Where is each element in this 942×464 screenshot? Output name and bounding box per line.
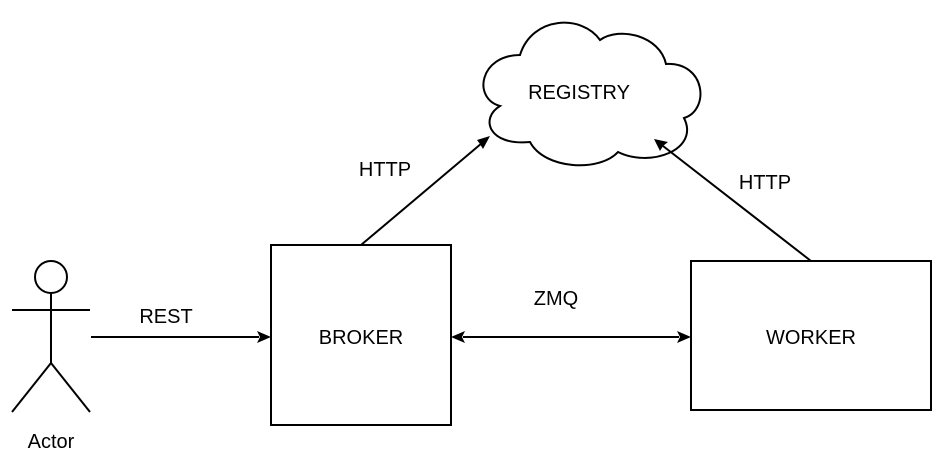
edge-broker-worker-arrowhead-left xyxy=(451,331,465,343)
edge-actor-broker-arrowhead xyxy=(257,331,271,343)
edge-actor-broker xyxy=(91,331,271,343)
worker-http-edge-label: HTTP xyxy=(739,172,791,194)
zmq-edge-label: ZMQ xyxy=(534,288,578,310)
edge-worker-registry xyxy=(654,139,812,262)
edge-broker-registry-line xyxy=(360,142,483,246)
actor-right-leg xyxy=(50,362,91,413)
registry-label: REGISTRY xyxy=(528,82,630,104)
broker-label: BROKER xyxy=(319,327,403,349)
edge-broker-worker xyxy=(451,331,691,343)
rest-edge-label: REST xyxy=(139,306,192,328)
registry-cloud-node[interactable] xyxy=(482,21,702,167)
actor-figure[interactable] xyxy=(11,260,91,413)
broker-node[interactable] xyxy=(270,244,452,426)
actor-label: Actor xyxy=(28,431,75,453)
edge-worker-registry-arrowhead xyxy=(654,139,668,151)
actor-head xyxy=(34,260,68,294)
edge-worker-registry-line xyxy=(662,145,812,262)
worker-label: WORKER xyxy=(766,327,856,349)
edge-broker-worker-arrowhead-right xyxy=(677,331,691,343)
actor-left-leg xyxy=(11,362,52,413)
edge-broker-registry-arrowhead xyxy=(477,136,490,149)
broker-http-edge-label: HTTP xyxy=(359,159,411,181)
edge-broker-registry xyxy=(360,136,490,246)
